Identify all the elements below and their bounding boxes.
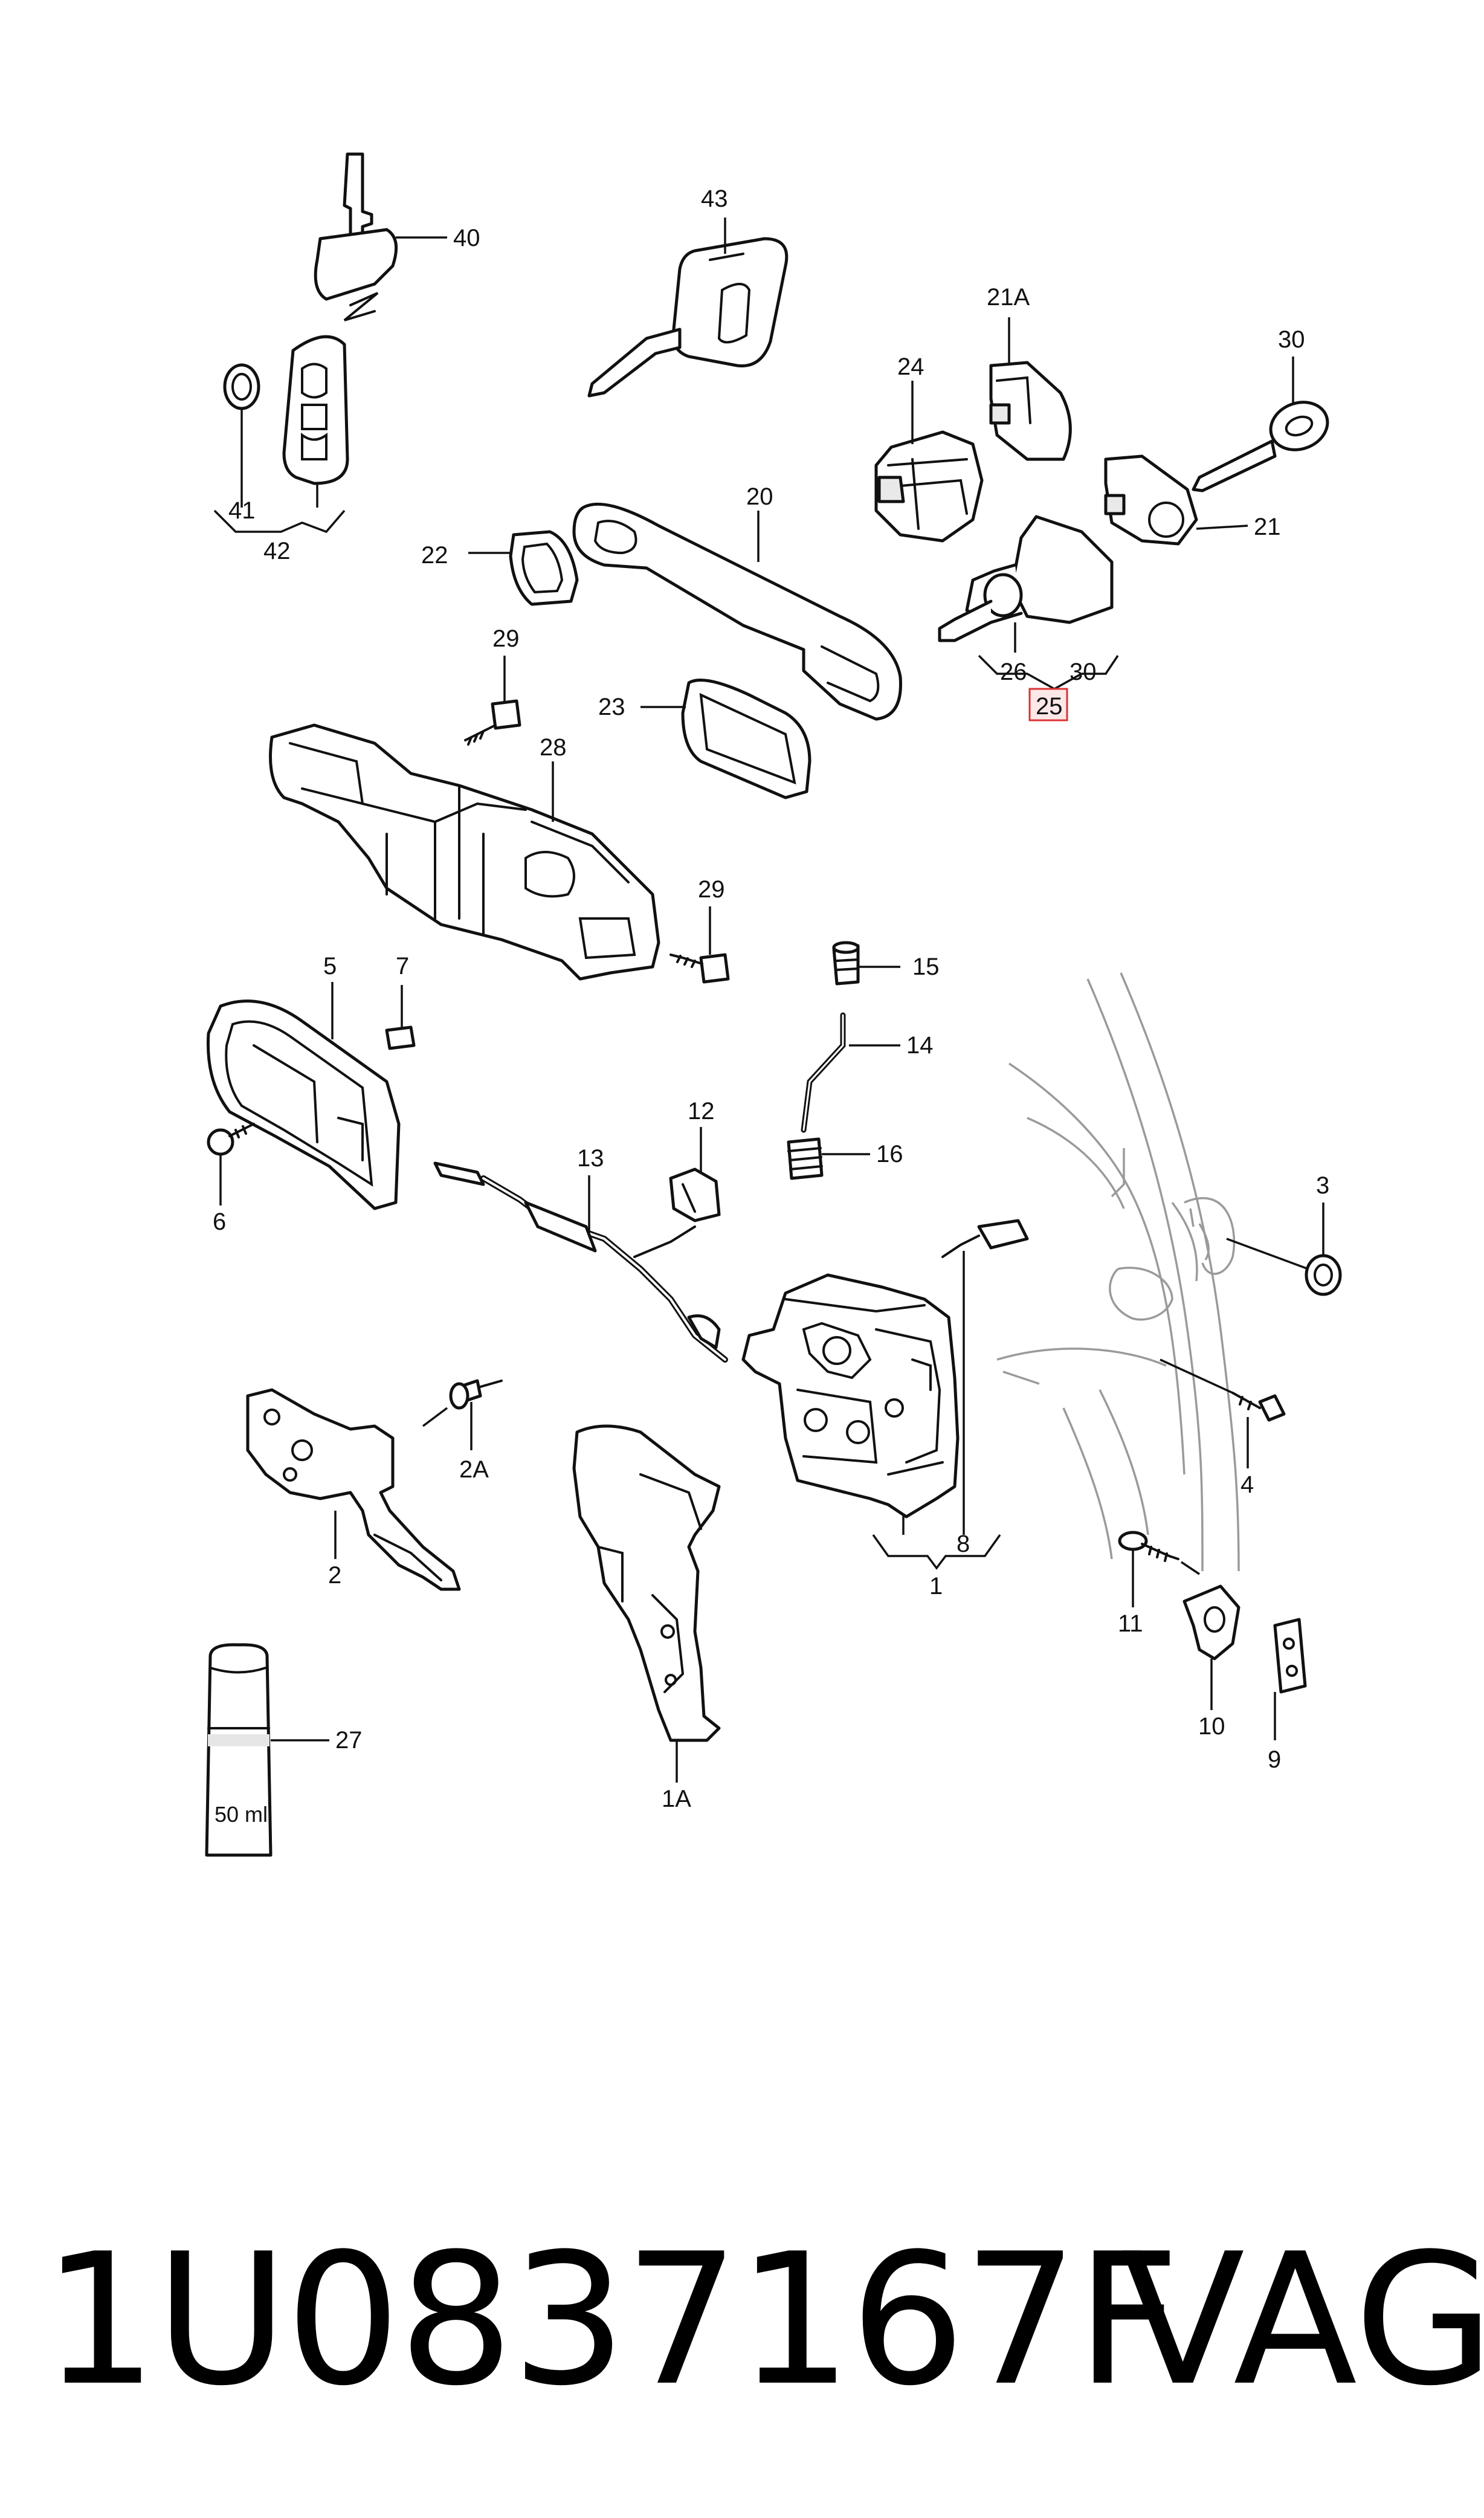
cover-cap-part-21 — [1104, 454, 1198, 546]
callout-41: 41 — [228, 497, 256, 524]
handle-carrier-part-28 — [269, 723, 660, 981]
callout-25: 25 — [1036, 693, 1063, 720]
callout-13: 13 — [577, 1145, 604, 1172]
key-part-30-top — [1192, 401, 1329, 492]
callout-27: 27 — [335, 1727, 363, 1754]
callout-24: 24 — [897, 353, 924, 380]
seal-part-23 — [681, 679, 811, 799]
lock-cover-part-1A — [572, 1424, 721, 1742]
lock-cylinder-part-26 — [938, 515, 1114, 642]
clip-part-7 — [385, 1025, 416, 1050]
callout-12: 12 — [688, 1098, 715, 1125]
callout-1A: 1A — [662, 1786, 691, 1812]
seal-part-22 — [509, 530, 579, 606]
clip-part-15 — [832, 941, 860, 986]
bolt-part-4 — [1231, 1392, 1286, 1422]
callout-29-upper: 29 — [492, 625, 520, 652]
callout-14: 14 — [906, 1032, 934, 1059]
callout-15: 15 — [912, 954, 940, 980]
callout-21: 21 — [1254, 514, 1281, 540]
callout-23: 23 — [598, 694, 625, 720]
callout-9: 9 — [1268, 1746, 1281, 1773]
callout-26: 26 — [1000, 659, 1027, 685]
door-body-outline — [996, 972, 1240, 1572]
callout-30-top: 30 — [1278, 326, 1305, 353]
callout-22: 22 — [421, 542, 448, 569]
remote-housing-part-42 — [282, 335, 349, 485]
callout-20: 20 — [746, 483, 773, 510]
callout-29-lower: 29 — [698, 876, 725, 903]
highlight-box-25 — [1028, 688, 1068, 722]
callout-1: 1 — [929, 1573, 943, 1600]
callout-42: 42 — [263, 538, 291, 564]
callout-11: 11 — [1118, 1610, 1143, 1637]
door-handle-part-20 — [572, 502, 902, 721]
rubber-buffer-part-3 — [1305, 1254, 1342, 1296]
callout-2: 2 — [328, 1562, 341, 1589]
callout-30: 30 — [1069, 659, 1097, 685]
callout-8: 8 — [957, 1531, 970, 1557]
plate-part-9 — [1273, 1618, 1307, 1694]
callout-5: 5 — [323, 953, 337, 980]
callout-16: 16 — [876, 1141, 903, 1167]
screw-part-29-upper — [464, 699, 521, 746]
brand-caption: VAG — [1121, 2215, 1484, 2426]
cover-cap-part-21A — [989, 361, 1072, 461]
lock-pin-part-8 — [941, 1219, 1029, 1258]
lock-housing-part-24 — [874, 430, 984, 543]
callout-2A: 2A — [459, 1456, 489, 1483]
screw-part-6 — [207, 1123, 255, 1156]
lock-rod-part-14 — [801, 1012, 846, 1133]
screw-part-29-lower — [669, 953, 730, 984]
screw-part-11 — [1118, 1531, 1179, 1562]
key-blade-part-40 — [314, 152, 398, 321]
callout-10: 10 — [1198, 1713, 1225, 1740]
hinge-bracket-part-2 — [246, 1388, 461, 1591]
door-lock-part-1 — [741, 1273, 960, 1519]
callout-4: 4 — [1240, 1471, 1254, 1498]
callout-28: 28 — [540, 734, 567, 761]
clip-part-12 — [669, 1167, 721, 1222]
callout-3: 3 — [1316, 1172, 1329, 1199]
folding-key-part-43 — [587, 237, 789, 398]
inner-handle-part-5 — [206, 999, 401, 1210]
grommet-part-16 — [787, 1137, 824, 1180]
rivet-part-2A — [449, 1379, 503, 1410]
cable-part-13 — [433, 1161, 728, 1363]
callout-21A: 21A — [987, 284, 1030, 311]
can-volume-label: 50 ml — [215, 1802, 268, 1827]
striker-part-10 — [1182, 1584, 1240, 1661]
callout-40: 40 — [453, 225, 480, 251]
callout-43: 43 — [701, 186, 728, 212]
part-number-caption: 1U0837167F — [42, 2215, 1180, 2426]
callout-6: 6 — [213, 1209, 226, 1235]
spray-can-part-27 — [205, 1643, 273, 1857]
callout-7: 7 — [396, 953, 409, 980]
o-ring-part-41 — [223, 363, 260, 410]
